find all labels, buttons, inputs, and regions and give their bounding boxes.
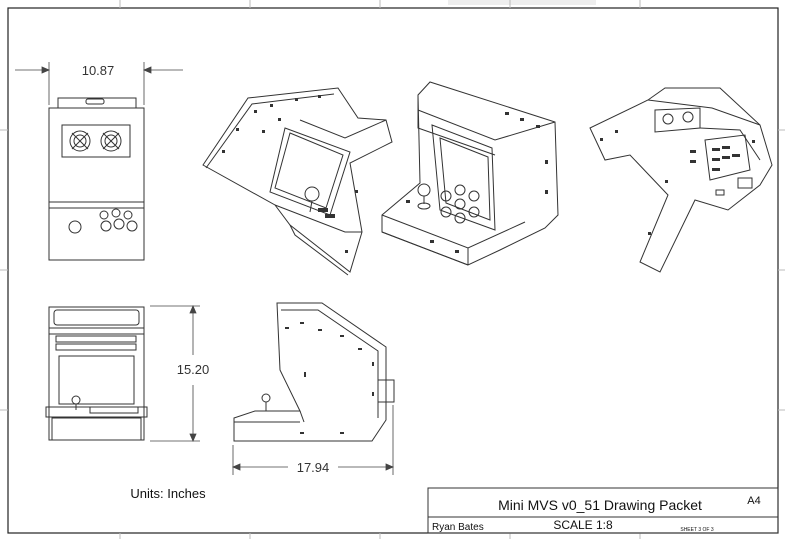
title-block-title: Mini MVS v0_51 Drawing Packet: [498, 497, 702, 513]
top-view-joystick-icon: [68, 220, 82, 234]
isometric-2-joystick-icon: [417, 183, 431, 197]
width-dimension: [15, 62, 183, 105]
isometric-1-joystick-icon: [304, 186, 320, 202]
top-tab: [448, 0, 596, 5]
isometric-1-tabs: [222, 95, 358, 253]
top-view-control-panel: [48, 207, 145, 261]
isometric-view-front: [381, 81, 559, 266]
top-view-upper-body: [48, 107, 145, 209]
depth-dimension: [231, 405, 395, 475]
side-view-tabs: [285, 322, 374, 434]
title-block-scale: SCALE 1:8: [553, 518, 613, 532]
isometric-view-rear: [589, 87, 773, 273]
fan-left-icon: [69, 130, 91, 152]
width-dimension-label: 10.87: [82, 63, 115, 78]
title-block-paper-size: A4: [747, 495, 760, 507]
front-view-joystick-icon: [71, 395, 81, 405]
title-block: [427, 487, 779, 534]
height-dimension: [150, 304, 200, 443]
side-view: [233, 302, 395, 442]
top-view-vent-panel: [61, 124, 131, 158]
side-view-joystick-icon: [261, 393, 271, 403]
isometric-2-screen: [431, 124, 496, 231]
fan-right-icon: [100, 130, 122, 152]
isometric-view-tilted: [202, 87, 393, 276]
isometric-3-back-panel: [704, 134, 751, 181]
front-view-marquee: [53, 309, 140, 326]
title-block-sheet: SHEET 3 OF 3: [680, 527, 713, 533]
front-view-screen: [58, 355, 135, 405]
depth-dimension-label: 17.94: [297, 460, 330, 475]
isometric-3-vent: [654, 107, 701, 133]
rear-fan-left-icon: [662, 113, 674, 125]
rear-fan-right-icon: [682, 111, 694, 123]
isometric-3-tabs: [600, 130, 755, 235]
units-note: Units: Inches: [130, 486, 206, 501]
height-dimension-label: 15.20: [177, 362, 210, 377]
top-view: [48, 97, 145, 261]
isometric-2-tabs: [406, 112, 548, 253]
title-block-author: Ryan Bates: [432, 522, 484, 533]
front-view: [45, 306, 148, 441]
